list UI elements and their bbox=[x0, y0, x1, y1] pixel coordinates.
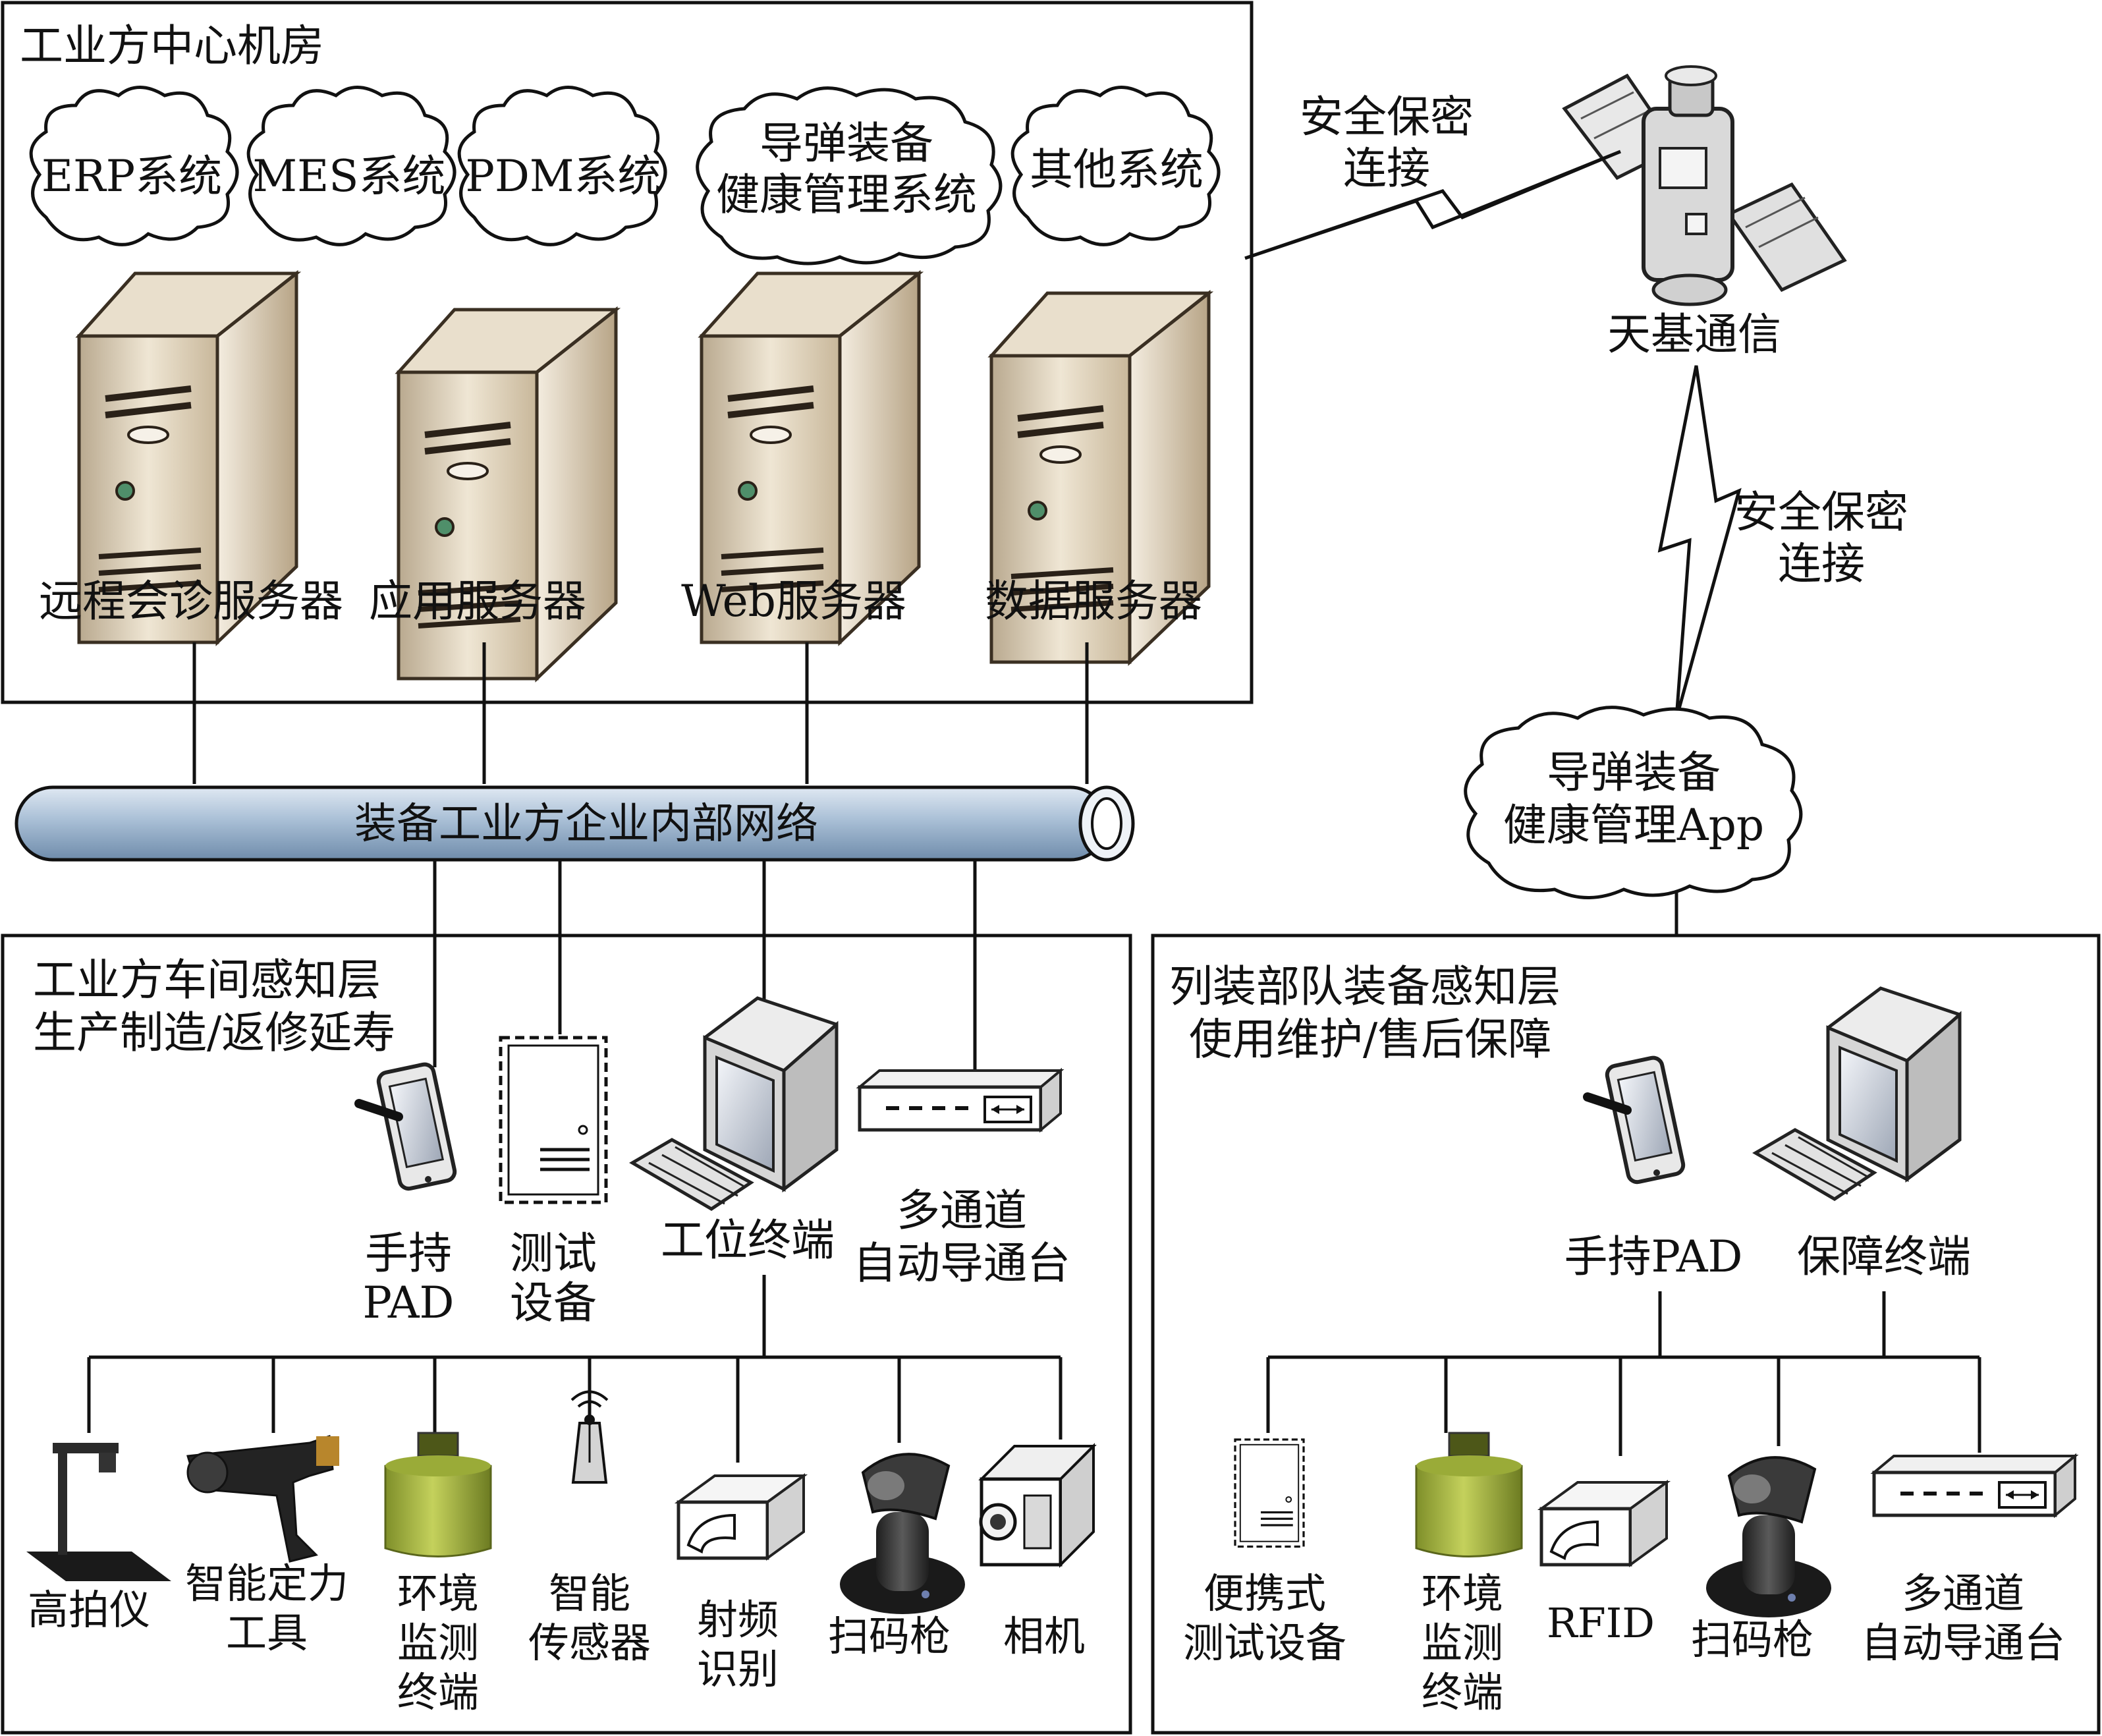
link-right-label-1: 安全保密 bbox=[1734, 487, 1908, 538]
peripheral-label-env-3: 终端 bbox=[397, 1668, 479, 1716]
device-label-pad-2: PAD bbox=[363, 1277, 455, 1328]
link-top-label-1: 安全保密 bbox=[1300, 92, 1474, 142]
peripheral-label-torque-2: 工具 bbox=[226, 1609, 308, 1657]
satellite-icon bbox=[1562, 65, 1847, 306]
device-label-bench-2: 自动导通台 bbox=[853, 1238, 1070, 1289]
rfid-reader-icon bbox=[1541, 1482, 1667, 1565]
erp-cloud bbox=[29, 86, 239, 246]
barcode-scanner-icon bbox=[1705, 1456, 1833, 1619]
army-title-2: 使用维护/售后保障 bbox=[1189, 1014, 1551, 1065]
link-right-label-2: 连接 bbox=[1778, 538, 1865, 589]
device-label-bench-1: 多通道 bbox=[897, 1185, 1027, 1236]
device-label-pad-1: 手持 bbox=[365, 1228, 452, 1279]
army-peripheral-label-rfid: RFID bbox=[1547, 1599, 1655, 1647]
other-label: 其他系统 bbox=[1030, 144, 1203, 195]
camera-icon bbox=[978, 1443, 1097, 1568]
pdm-label: PDM系统 bbox=[466, 151, 661, 202]
army-peripheral-label-bench-2: 自动导通台 bbox=[1861, 1619, 2065, 1667]
workshop-peripheral-bus bbox=[87, 1275, 1063, 1463]
army-layer: 列装部队装备感知层 使用维护/售后保障 手持PAD 保障终端 便携式 测试设备 … bbox=[1151, 934, 2101, 1735]
satellite: 天基通信 安全保密 连接 安全保密 连接 bbox=[1244, 65, 1908, 719]
mes-cloud bbox=[246, 86, 456, 246]
multichannel-bench-icon bbox=[860, 1071, 1061, 1130]
army-device-label-pad: 手持PAD bbox=[1564, 1231, 1743, 1282]
software-clouds: ERP系统 MES系统 PDM系统 导弹装备 健康管理系统 其他系统 bbox=[29, 86, 1221, 266]
workshop-layer: 工业方车间感知层 生产制造/返修延寿 手持 PAD 测试 设备 工位终端 多通道… bbox=[1, 934, 1132, 1735]
peripheral-label-env-1: 环境 bbox=[397, 1569, 479, 1617]
center-title: 工业方中心机房 bbox=[20, 20, 324, 71]
army-title-1: 列装部队装备感知层 bbox=[1169, 961, 1561, 1012]
workstation-terminal-icon bbox=[632, 998, 837, 1209]
device-label-test-2: 设备 bbox=[510, 1277, 597, 1328]
army-peripheral-label-bench-1: 多通道 bbox=[1902, 1569, 2024, 1617]
army-peripheral-label-env-1: 环境 bbox=[1422, 1569, 1503, 1617]
enterprise-network-pipe: 装备工业方企业内部网络 bbox=[14, 785, 1135, 862]
wireless-sensor-icon bbox=[570, 1390, 609, 1484]
peripheral-label-camera: 相机 bbox=[1003, 1612, 1085, 1660]
workshop-frame bbox=[1, 934, 1132, 1735]
army-device-label-terminal: 保障终端 bbox=[1797, 1231, 1971, 1282]
barcode-scanner-icon bbox=[839, 1453, 966, 1615]
army-peripheral-label-portable-1: 便携式 bbox=[1203, 1569, 1326, 1617]
erp-label: ERP系统 bbox=[41, 151, 222, 202]
peripheral-label-rf-2: 识别 bbox=[697, 1645, 779, 1693]
server-label-data: 数据服务器 bbox=[985, 576, 1202, 627]
peripheral-label-sensor-1: 智能 bbox=[549, 1569, 630, 1617]
army-frame bbox=[1151, 934, 2101, 1735]
support-terminal-icon bbox=[1756, 988, 1960, 1199]
app-label-1: 导弹装备 bbox=[1547, 747, 1721, 798]
document-camera-icon bbox=[26, 1443, 171, 1581]
center-frame bbox=[1, 1, 1254, 704]
multichannel-bench-icon bbox=[1874, 1456, 2075, 1515]
portable-tester-icon bbox=[1234, 1438, 1305, 1548]
peripheral-label-rf-1: 射频 bbox=[697, 1596, 779, 1644]
servers: 远程会诊服务器 应用服务器 Web服务器 数据服务器 bbox=[39, 273, 1209, 679]
pdm-cloud bbox=[457, 86, 667, 246]
pad-icon bbox=[359, 1063, 456, 1190]
satellite-label: 天基通信 bbox=[1607, 309, 1781, 360]
army-peripheral-label-scanner: 扫码枪 bbox=[1691, 1615, 1813, 1664]
peripheral-label-camera-stand: 高拍仪 bbox=[28, 1586, 150, 1634]
device-label-terminal: 工位终端 bbox=[661, 1215, 835, 1266]
other-cloud bbox=[1010, 86, 1221, 246]
health-system-label-2: 健康管理系统 bbox=[716, 169, 977, 220]
army-peripheral-label-portable-2: 测试设备 bbox=[1183, 1619, 1346, 1667]
peripheral-label-torque-1: 智能定力 bbox=[185, 1559, 348, 1608]
link-top-label-2: 连接 bbox=[1343, 143, 1430, 194]
secure-link-bolt-top bbox=[1244, 150, 1621, 260]
server-label-app: 应用服务器 bbox=[369, 576, 586, 627]
workshop-title-2: 生产制造/返修延寿 bbox=[33, 1007, 395, 1058]
health-app-cloud: 导弹装备 健康管理App bbox=[1464, 706, 1803, 899]
secure-link-bolt-right bbox=[1657, 365, 1742, 719]
pad-icon bbox=[1588, 1056, 1685, 1184]
app-label-2: 健康管理App bbox=[1503, 800, 1764, 851]
army-peripheral-bus bbox=[1266, 1291, 1981, 1456]
server-label-consult: 远程会诊服务器 bbox=[39, 576, 343, 627]
army-peripheral-label-env-3: 终端 bbox=[1422, 1668, 1503, 1716]
torque-tool-icon bbox=[186, 1434, 339, 1563]
device-label-test-1: 测试 bbox=[510, 1228, 597, 1279]
mes-label: MES系统 bbox=[253, 151, 446, 202]
network-label: 装备工业方企业内部网络 bbox=[354, 800, 818, 849]
peripheral-label-sensor-2: 传感器 bbox=[528, 1619, 651, 1667]
center-machine-room: 工业方中心机房 bbox=[1, 1, 1254, 704]
env-sensor-icon bbox=[384, 1432, 492, 1557]
workshop-title-1: 工业方车间感知层 bbox=[33, 955, 381, 1005]
peripheral-label-env-2: 监测 bbox=[397, 1619, 479, 1667]
env-sensor-icon bbox=[1415, 1432, 1523, 1557]
peripheral-label-scanner: 扫码枪 bbox=[828, 1612, 951, 1660]
health-system-label-1: 导弹装备 bbox=[760, 118, 933, 169]
test-device-icon bbox=[501, 1038, 606, 1202]
server-network-links bbox=[192, 642, 1089, 784]
rfid-reader-icon bbox=[678, 1476, 804, 1558]
health-system-cloud bbox=[696, 86, 1003, 266]
server-label-web: Web服务器 bbox=[681, 576, 906, 627]
army-peripheral-label-env-2: 监测 bbox=[1422, 1619, 1503, 1667]
